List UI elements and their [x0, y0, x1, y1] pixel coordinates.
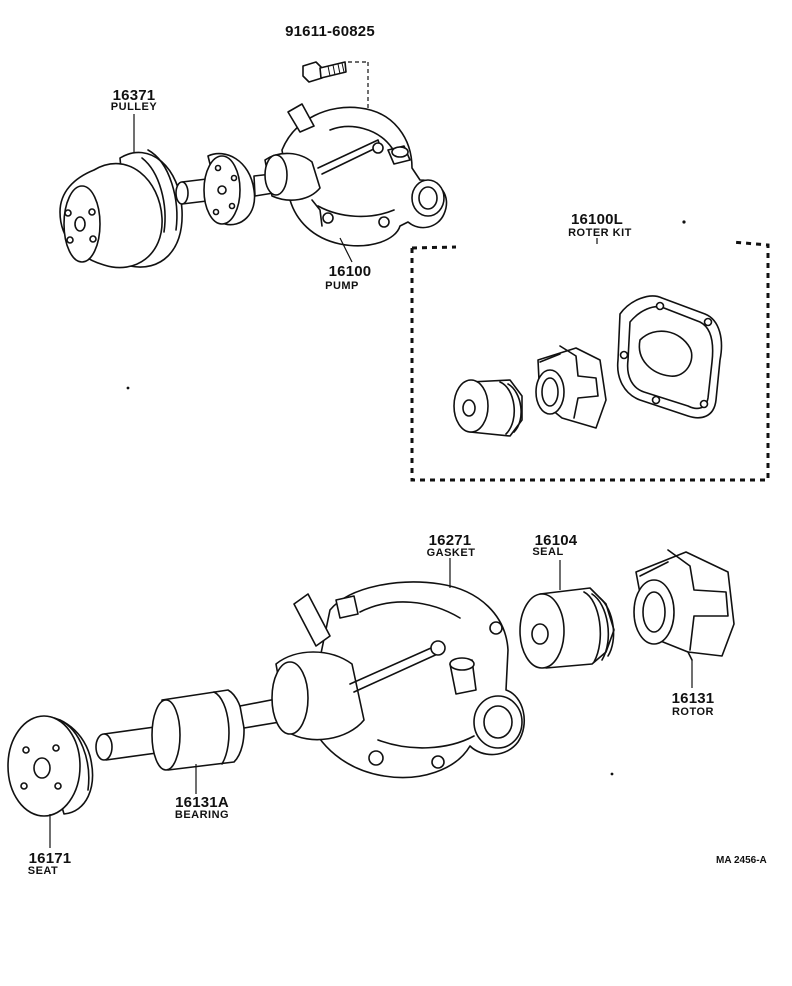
- pump-part-name: PUMP: [325, 280, 359, 292]
- pulley-part-number: 16371: [112, 87, 156, 104]
- pump-part-number: 16100: [328, 263, 372, 280]
- kit-rotor-drawing[interactable]: [535, 345, 607, 429]
- bolt-part-number: 91611-60825: [285, 23, 375, 40]
- pulley-drawing[interactable]: [59, 114, 183, 269]
- figure-reference: MA 2456-A: [716, 855, 767, 866]
- rotor-part-number: 16131: [671, 690, 715, 707]
- roter-kit-part-name: ROTER KIT: [568, 227, 632, 239]
- bearing-part-name: BEARING: [174, 809, 230, 821]
- bearing-part-number: 16131A: [175, 794, 229, 811]
- pump-body-drawing[interactable]: [271, 558, 526, 779]
- bolt-drawing[interactable]: [302, 61, 369, 140]
- gasket-part-number: 16271: [428, 532, 472, 549]
- bearing-drawing[interactable]: [95, 689, 308, 794]
- pump-drawing[interactable]: [264, 103, 448, 263]
- seal-part-name: SEAL: [532, 546, 564, 558]
- rotor-drawing[interactable]: [633, 549, 735, 688]
- seat-part-number: 16171: [28, 850, 72, 867]
- rotor-part-name: ROTOR: [671, 706, 715, 718]
- kit-seal-drawing[interactable]: [453, 379, 523, 437]
- roter-kit-frame: [410, 238, 770, 482]
- seal-part-number: 16104: [534, 532, 578, 549]
- roter-kit-part-number: 16100L: [570, 211, 624, 228]
- gasket-part-name: GASKET: [426, 547, 476, 559]
- kit-gasket-drawing[interactable]: [616, 295, 723, 419]
- seat-drawing[interactable]: [7, 715, 94, 848]
- pulley-part-name: PULLEY: [110, 101, 158, 113]
- seal-drawing[interactable]: [519, 560, 615, 669]
- seat-part-name: SEAT: [27, 865, 59, 877]
